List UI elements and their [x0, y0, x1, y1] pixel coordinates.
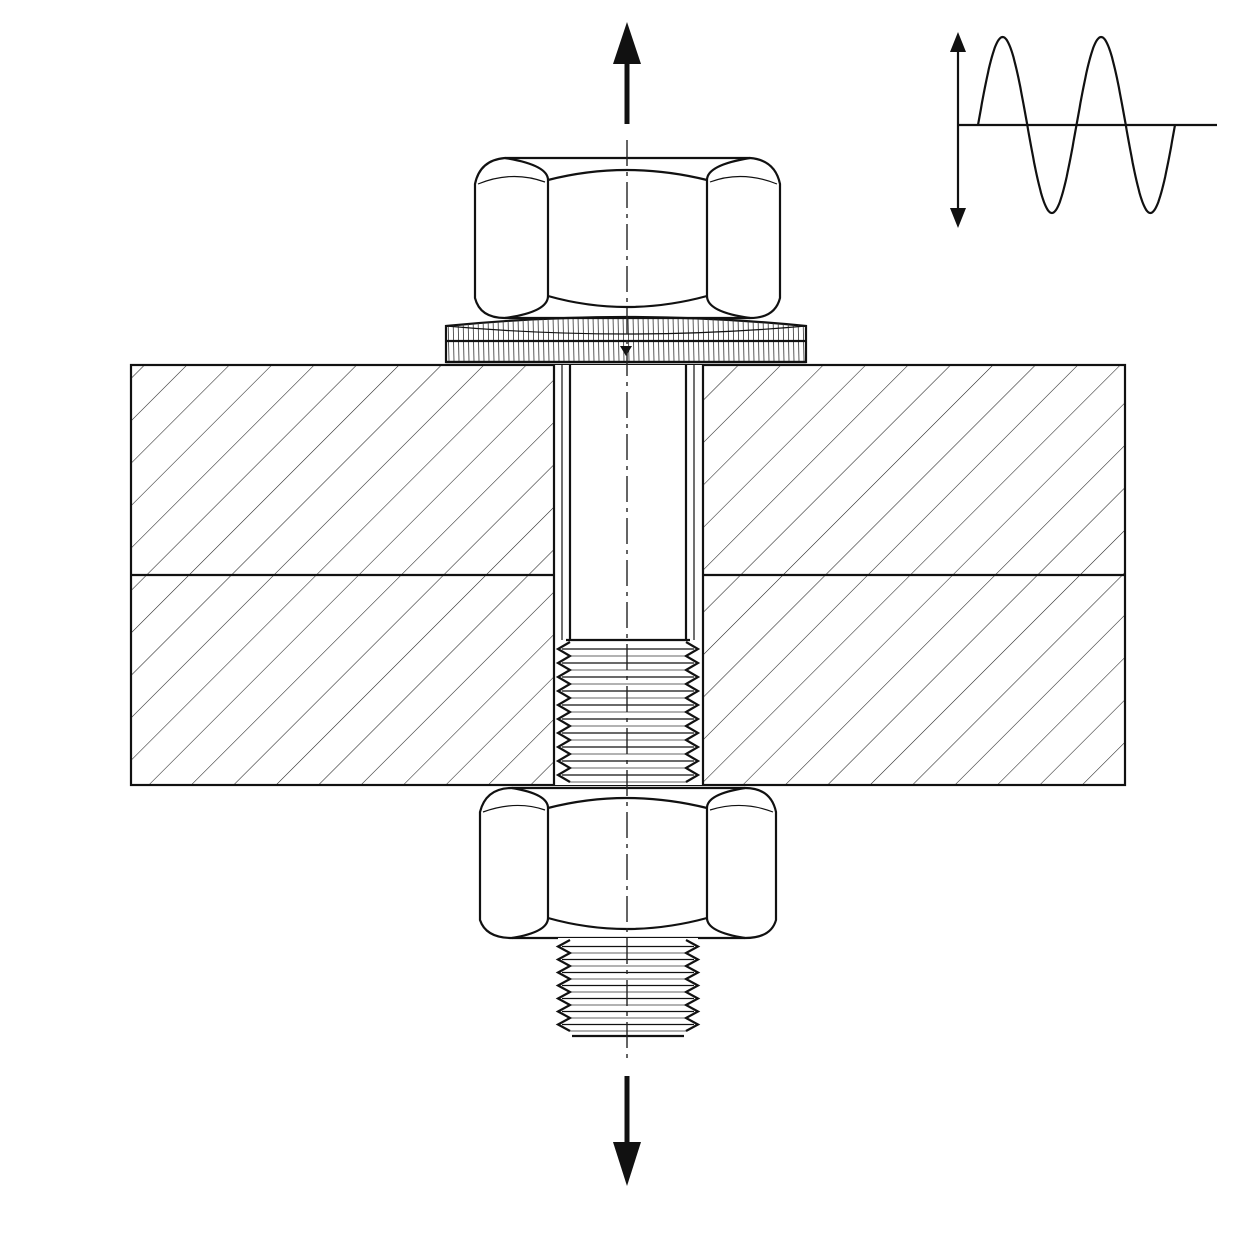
- bolt-thread-end: [555, 938, 701, 1038]
- amplitude-arrow: [950, 32, 966, 228]
- tensile-load-arrow-up: [613, 22, 641, 124]
- hex-nut: [478, 786, 778, 940]
- tensile-load-arrow-down: [613, 1076, 641, 1186]
- sine-wave-icon: [976, 35, 1177, 215]
- cyclic-load-symbol: [950, 32, 1217, 228]
- bolt-shank: [561, 365, 695, 642]
- hex-bolt-head: [473, 156, 782, 320]
- thread-section-in-plate: [555, 641, 701, 783]
- bolt-hole: [552, 365, 705, 785]
- lower-plate: [131, 575, 1125, 785]
- upper-plate: [131, 365, 1125, 575]
- serrated-washer: [444, 315, 808, 364]
